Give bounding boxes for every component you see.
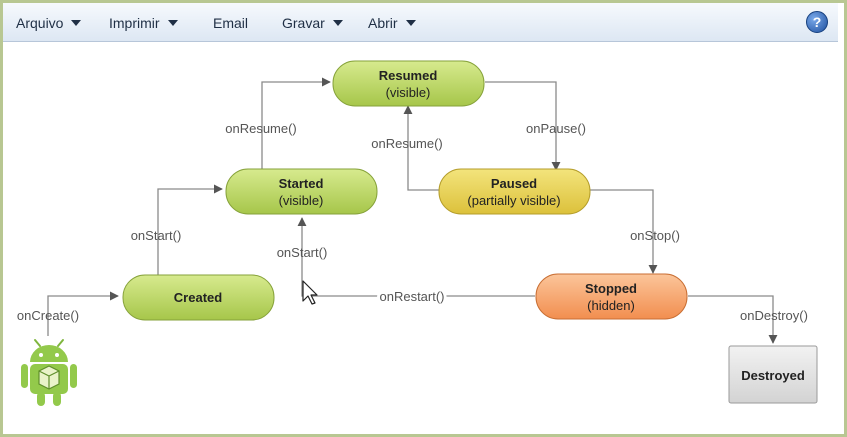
chevron-down-icon [405, 20, 416, 26]
node-resumed-title: Resumed [379, 68, 438, 83]
menu-imprimir-label: Imprimir [109, 15, 160, 31]
node-started-title: Started [279, 176, 324, 191]
menu-arquivo[interactable]: Arquivo [16, 14, 82, 32]
chevron-down-icon [71, 20, 82, 26]
node-destroyed: Destroyed [728, 345, 818, 404]
label-oncreate: onCreate() [17, 308, 79, 323]
node-paused-subtitle: (partially visible) [467, 193, 560, 208]
menu-gravar-label: Gravar [282, 15, 325, 31]
edge-onpause [485, 81, 561, 171]
node-paused: Paused (partially visible) [438, 168, 591, 215]
menu-abrir-label: Abrir [368, 15, 398, 31]
menu-arquivo-label: Arquivo [16, 15, 64, 31]
label-onresume-2: onResume() [371, 136, 443, 151]
label-ondestroy: onDestroy() [740, 308, 808, 323]
node-stopped-title: Stopped [585, 281, 637, 296]
edge-ondestroy [688, 295, 778, 344]
edge-onstop [590, 189, 658, 274]
edge-oncreate [47, 291, 119, 336]
node-resumed-subtitle: (visible) [386, 85, 431, 100]
node-paused-title: Paused [491, 176, 537, 191]
label-onpause: onPause() [526, 121, 586, 136]
label-onstart-2: onStart() [277, 245, 328, 260]
help-icon[interactable]: ? [806, 11, 828, 33]
edge-onrestart [297, 217, 535, 297]
menu-email[interactable]: Email [213, 14, 248, 32]
node-destroyed-title: Destroyed [741, 368, 805, 383]
menu-email-label: Email [213, 15, 249, 31]
label-onrestart: onRestart() [379, 289, 444, 304]
node-stopped-subtitle: (hidden) [587, 298, 635, 313]
toolbar: Arquivo Imprimir Email Gravar Abrir ? [3, 3, 838, 42]
node-created: Created [122, 274, 275, 321]
node-started-subtitle: (visible) [279, 193, 324, 208]
node-resumed: Resumed (visible) [332, 60, 485, 107]
label-onstop: onStop() [630, 228, 680, 243]
edge-onstart [157, 184, 223, 276]
node-stopped: Stopped (hidden) [535, 273, 688, 320]
menu-abrir[interactable]: Abrir [368, 14, 416, 32]
chevron-down-icon [332, 20, 343, 26]
menu-imprimir[interactable]: Imprimir [109, 14, 178, 32]
android-robot-icon [21, 339, 77, 406]
node-created-title: Created [174, 290, 222, 305]
label-onresume-1: onResume() [225, 121, 297, 136]
label-onstart: onStart() [131, 228, 182, 243]
edge-onresume-1 [261, 77, 331, 169]
edge-onresume-2 [403, 105, 440, 191]
cursor-arrow-icon [302, 280, 318, 305]
menu-gravar[interactable]: Gravar [282, 14, 343, 32]
chevron-down-icon [167, 20, 178, 26]
node-started: Started (visible) [225, 168, 378, 215]
